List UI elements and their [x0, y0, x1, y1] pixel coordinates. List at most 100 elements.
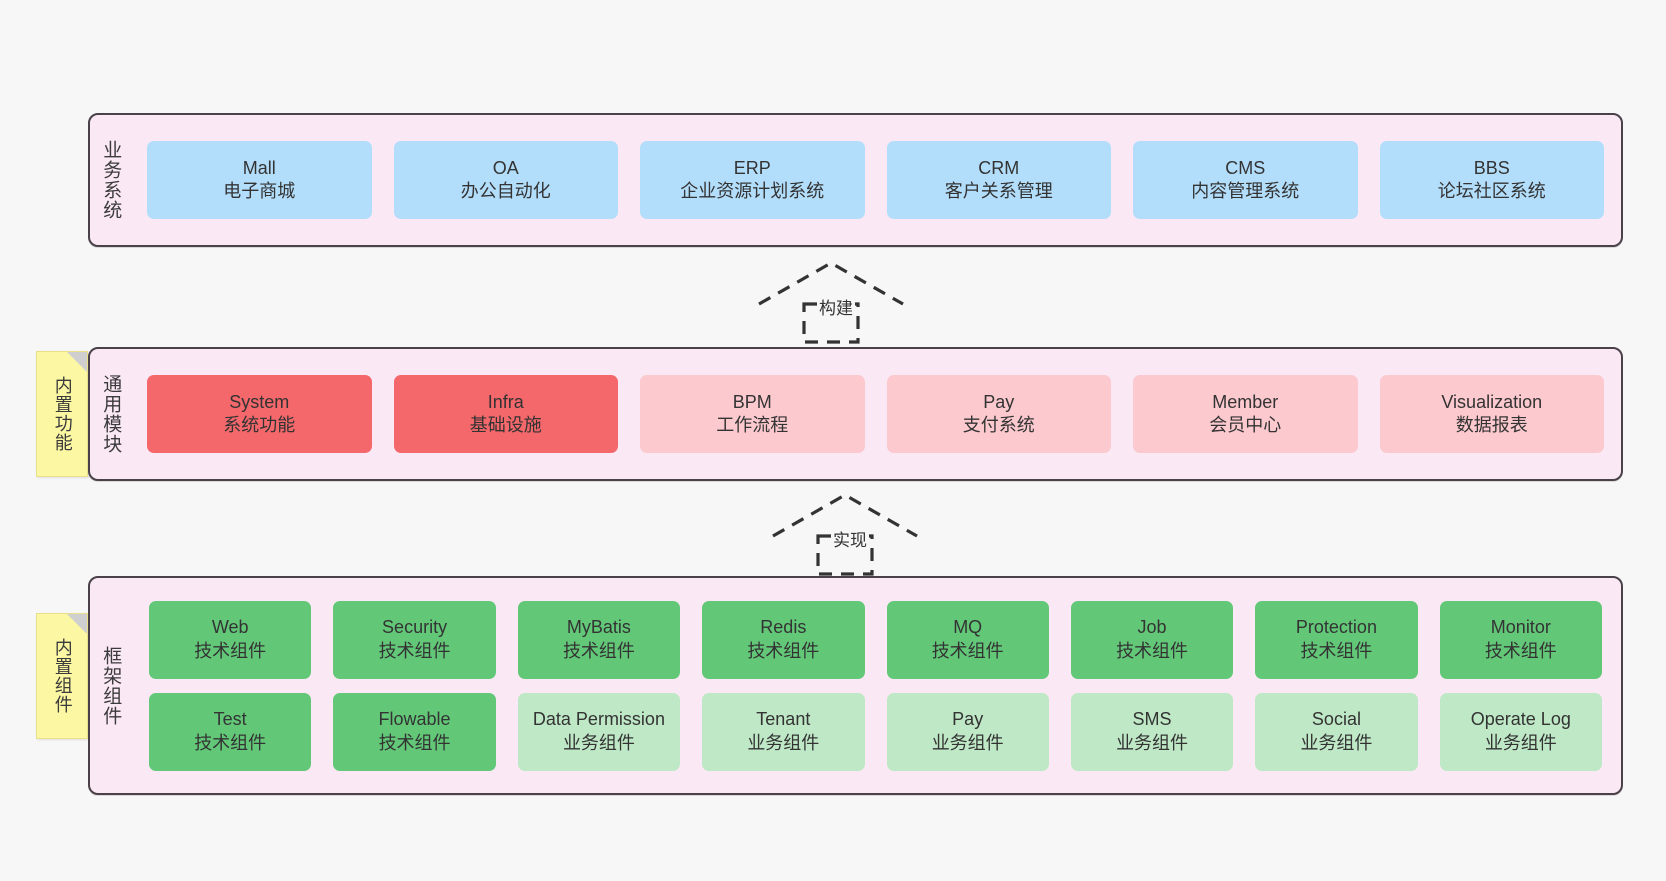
box-pay-component-cn: 业务组件 [931, 732, 1004, 753]
box-social-en: Social [1311, 709, 1361, 730]
box-visualization[interactable]: Visualization 数据报表 [1379, 375, 1604, 453]
box-protection[interactable]: Protection 技术组件 [1255, 600, 1418, 679]
connector-build-shaft-icon [802, 302, 860, 344]
box-monitor-cn: 技术组件 [1484, 640, 1557, 661]
box-oa-en: OA [492, 157, 519, 178]
connector-build-triangle-icon [758, 261, 904, 306]
box-visualization-cn: 数据报表 [1455, 415, 1528, 435]
box-job[interactable]: Job 技术组件 [1070, 600, 1234, 679]
box-social[interactable]: Social 业务组件 [1255, 692, 1418, 771]
box-pay-module[interactable]: Pay 支付系统 [886, 375, 1111, 453]
box-monitor[interactable]: Monitor 技术组件 [1439, 600, 1602, 679]
box-web-cn: 技术组件 [194, 640, 267, 661]
box-oa-cn: 办公自动化 [460, 181, 551, 201]
layer-boxes-common: System 系统功能 Infra 基础设施 BPM 工作流程 Pay 支付系统… [130, 349, 1621, 479]
box-job-en: Job [1137, 617, 1167, 638]
box-security-en: Security [382, 617, 448, 638]
box-mq[interactable]: MQ 技术组件 [886, 600, 1049, 679]
box-bpm[interactable]: BPM 工作流程 [640, 375, 865, 453]
box-pay-module-en: Pay [983, 391, 1015, 412]
box-crm-en: CRM [978, 157, 1020, 178]
box-operate-log-cn: 业务组件 [1484, 732, 1557, 753]
layer-title-framework: 框架组件 [100, 645, 122, 726]
box-infra-cn: 基础设施 [469, 415, 542, 435]
box-bpm-cn: 工作流程 [716, 415, 789, 435]
sticky-fold-icon [67, 352, 87, 372]
sticky-fold-icon [67, 614, 87, 634]
connector-realize-shaft-icon [816, 534, 874, 576]
connector-realize-triangle-icon [772, 493, 918, 538]
sticky-note-builtin-components: 内置组件 [36, 613, 88, 739]
connector-build: 构建 [756, 258, 906, 344]
box-test[interactable]: Test 技术组件 [149, 692, 312, 771]
box-test-cn: 技术组件 [194, 732, 267, 753]
box-data-permission[interactable]: Data Permission 业务组件 [517, 692, 681, 771]
box-pay-component[interactable]: Pay 业务组件 [886, 692, 1049, 771]
box-operate-log-en: Operate Log [1470, 709, 1571, 730]
box-bpm-en: BPM [732, 391, 772, 412]
box-system[interactable]: System 系统功能 [147, 375, 372, 453]
box-crm[interactable]: CRM 客户关系管理 [886, 141, 1111, 219]
framework-row-tech: Web 技术组件 Security 技术组件 MyBatis 技术组件 Redi… [138, 600, 1613, 679]
box-redis[interactable]: Redis 技术组件 [702, 600, 865, 679]
box-protection-cn: 技术组件 [1300, 640, 1373, 661]
box-tenant-en: Tenant [756, 709, 811, 730]
box-bbs-cn: 论坛社区系统 [1437, 181, 1546, 201]
layer-framework-components: 框架组件 Web 技术组件 Security 技术组件 MyBatis 技术组件… [88, 576, 1623, 795]
box-mq-cn: 技术组件 [931, 640, 1004, 661]
box-job-cn: 技术组件 [1116, 640, 1189, 661]
box-flowable[interactable]: Flowable 技术组件 [333, 692, 496, 771]
layer-title-common: 通用模块 [100, 374, 122, 454]
box-mybatis[interactable]: MyBatis 技术组件 [517, 600, 681, 679]
box-pay-component-en: Pay [952, 709, 984, 730]
box-security-cn: 技术组件 [378, 640, 451, 661]
box-mq-en: MQ [953, 617, 983, 638]
box-security[interactable]: Security 技术组件 [333, 600, 496, 679]
box-system-en: System [229, 391, 290, 412]
box-oa[interactable]: OA 办公自动化 [393, 141, 618, 219]
box-cms-cn: 内容管理系统 [1191, 181, 1300, 201]
box-data-permission-en: Data Permission [532, 709, 665, 730]
box-infra-en: Infra [487, 391, 524, 412]
box-test-en: Test [213, 709, 247, 730]
box-pay-module-cn: 支付系统 [962, 415, 1035, 435]
framework-row-business: Test 技术组件 Flowable 技术组件 Data Permission … [138, 692, 1613, 771]
sticky-note-builtin-features: 内置功能 [36, 351, 88, 477]
box-bbs-en: BBS [1473, 157, 1510, 178]
box-member-en: Member [1212, 391, 1279, 412]
box-operate-log[interactable]: Operate Log 业务组件 [1439, 692, 1602, 771]
sticky-note-builtin-components-label: 内置组件 [52, 638, 73, 714]
box-social-cn: 业务组件 [1300, 732, 1373, 753]
sticky-note-builtin-features-label: 内置功能 [52, 376, 73, 452]
box-flowable-cn: 技术组件 [378, 732, 451, 753]
connector-build-label: 构建 [817, 294, 855, 319]
box-cms[interactable]: CMS 内容管理系统 [1133, 141, 1358, 219]
box-monitor-en: Monitor [1490, 617, 1551, 638]
box-cms-en: CMS [1225, 157, 1266, 178]
box-protection-en: Protection [1295, 617, 1377, 638]
box-flowable-en: Flowable [378, 709, 451, 730]
box-redis-en: Redis [760, 617, 807, 638]
box-erp-cn: 企业资源计划系统 [680, 181, 825, 201]
layer-title-business: 业务系统 [100, 140, 122, 220]
box-web[interactable]: Web 技术组件 [149, 600, 312, 679]
box-sms[interactable]: SMS 业务组件 [1070, 692, 1234, 771]
box-member[interactable]: Member 会员中心 [1133, 375, 1358, 453]
box-crm-cn: 客户关系管理 [944, 181, 1053, 201]
box-mall-cn: 电子商城 [223, 181, 296, 201]
layer-business-systems: 业务系统 Mall 电子商城 OA 办公自动化 ERP 企业资源计划系统 CRM… [88, 113, 1623, 247]
box-mall-en: Mall [242, 157, 276, 178]
box-mybatis-cn: 技术组件 [562, 640, 635, 661]
box-web-en: Web [211, 617, 249, 638]
layer-boxes-business: Mall 电子商城 OA 办公自动化 ERP 企业资源计划系统 CRM 客户关系… [130, 115, 1621, 245]
box-mall[interactable]: Mall 电子商城 [147, 141, 372, 219]
box-bbs[interactable]: BBS 论坛社区系统 [1379, 141, 1604, 219]
box-system-cn: 系统功能 [223, 415, 296, 435]
box-sms-cn: 业务组件 [1116, 732, 1189, 753]
box-erp[interactable]: ERP 企业资源计划系统 [640, 141, 865, 219]
box-tenant[interactable]: Tenant 业务组件 [702, 692, 865, 771]
box-redis-cn: 技术组件 [747, 640, 820, 661]
box-infra[interactable]: Infra 基础设施 [393, 375, 618, 453]
box-tenant-cn: 业务组件 [747, 732, 820, 753]
